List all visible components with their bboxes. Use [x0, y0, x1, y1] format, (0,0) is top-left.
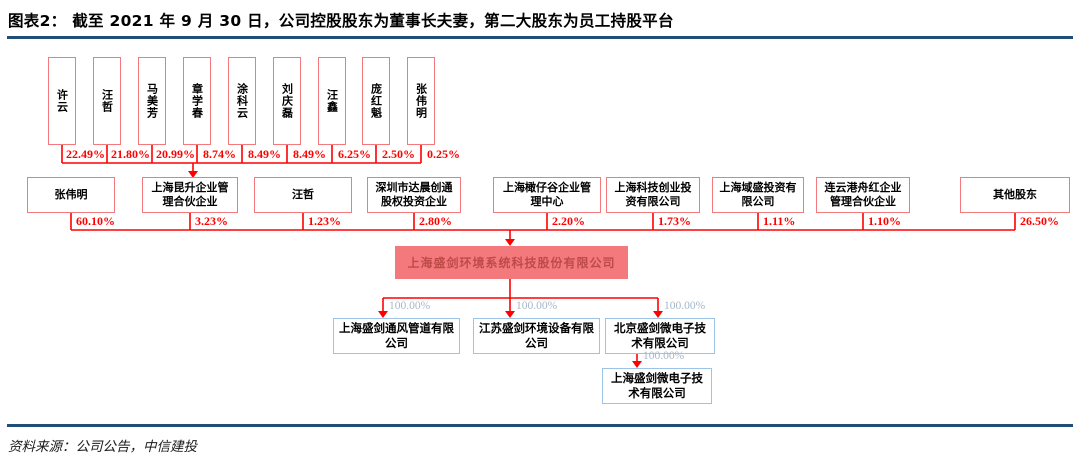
shareholder-name: 上海昆升企业管理合伙企业 [151, 181, 229, 208]
shareholder-name: 马美芳 [145, 83, 159, 119]
top-divider [7, 36, 1073, 39]
ownership-pct-label: 8.49% [293, 147, 326, 161]
subsidiary-name: 上海盛剑微电子技术有限公司 [611, 371, 703, 400]
subsidiary-pct-label: 100.00% [664, 300, 706, 312]
shareholder-name: 汪哲 [100, 89, 114, 113]
subsidiary-pct-label: 100.00% [516, 300, 558, 312]
source-note: 资料来源：公司公告，中信建投 [8, 439, 197, 454]
ownership-pct-label: 6.25% [338, 147, 371, 161]
tier2-shareholder-box: 上海昆升企业管理合伙企业 [142, 177, 238, 213]
shareholder-name: 涂科云 [235, 83, 249, 119]
shareholder-name: 其他股东 [993, 188, 1037, 202]
ownership-pct-label: 2.50% [382, 147, 415, 161]
shareholder-name: 上海科技创业投资有限公司 [614, 181, 692, 208]
shareholder-name: 许云 [55, 89, 69, 113]
ownership-pct-label: 20.99% [156, 147, 195, 161]
ownership-pct-label: 22.49% [66, 147, 105, 161]
ownership-pct-label: 1.73% [658, 214, 691, 228]
sub-subsidiary-box: 上海盛剑微电子技术有限公司 [602, 368, 712, 404]
shareholder-name: 连云港舟红企业管理合伙企业 [824, 181, 902, 208]
tier2-shareholder-box: 上海科技创业投资有限公司 [606, 177, 700, 213]
ownership-pct-label: 0.25% [427, 147, 460, 161]
tier2-shareholder-box: 连云港舟红企业管理合伙企业 [816, 177, 910, 213]
tier1-shareholder-box: 汪鑫 [318, 57, 346, 145]
tier2-shareholder-box: 上海域盛投资有限公司 [712, 177, 804, 213]
subsidiary-box: 江苏盛剑环境设备有限公司 [473, 318, 600, 354]
bottom-divider [7, 424, 1073, 427]
tier2-shareholder-box: 深圳市达晨创通股权投资企业 [367, 177, 461, 213]
ownership-pct-label: 3.23% [195, 214, 228, 228]
ownership-pct-label: 2.20% [552, 214, 585, 228]
tier2-shareholder-box: 张伟明 [27, 177, 115, 213]
figure-title-row: 图表2： 截至 2021 年 9 月 30 日，公司控股股东为董事长夫妻，第二大… [8, 9, 1072, 31]
subsidiary-name: 江苏盛剑环境设备有限公司 [479, 321, 594, 350]
ownership-pct-label: 1.11% [763, 214, 796, 228]
ownership-pct-label: 60.10% [76, 214, 115, 228]
tier1-shareholder-box: 庞红魁 [362, 57, 390, 145]
tier1-shareholder-box: 许云 [48, 57, 76, 145]
shareholder-name: 深圳市达晨创通股权投资企业 [375, 181, 453, 208]
tier2-shareholder-box: 上海橄仔谷企业管理中心 [493, 177, 601, 213]
ownership-pct-label: 26.50% [1020, 214, 1059, 228]
subsidiary-pct-label: 100.00% [389, 300, 431, 312]
tier1-shareholder-box: 马美芳 [138, 57, 166, 145]
shareholder-name: 刘庆磊 [280, 83, 294, 119]
shareholder-name: 章学春 [190, 83, 204, 119]
subsidiary-name: 上海盛剑通风管道有限公司 [339, 321, 454, 350]
tier2-shareholder-box: 其他股东 [960, 177, 1070, 213]
shareholder-name: 汪鑫 [325, 89, 339, 113]
ownership-pct-label: 1.23% [308, 214, 341, 228]
shareholder-name: 汪哲 [292, 188, 314, 202]
ownership-pct-label: 1.10% [868, 214, 901, 228]
subsidiary-box: 上海盛剑通风管道有限公司 [333, 318, 460, 354]
shareholder-name: 上海橄仔谷企业管理中心 [503, 181, 591, 208]
tier1-shareholder-box: 章学春 [183, 57, 211, 145]
tier1-shareholder-box: 张伟明 [407, 57, 435, 145]
figure-title: 截至 2021 年 9 月 30 日，公司控股股东为董事长夫妻，第二大股东为员工… [72, 12, 674, 30]
subsidiary-pct-label: 100.00% [643, 350, 685, 362]
tier1-shareholder-box: 刘庆磊 [273, 57, 301, 145]
parent-company-box: 上海盛剑环境系统科技股份有限公司 [395, 246, 628, 279]
shareholder-name: 上海域盛投资有限公司 [719, 181, 797, 208]
tier1-shareholder-box: 涂科云 [228, 57, 256, 145]
tier1-shareholder-box: 汪哲 [93, 57, 121, 145]
shareholder-name: 庞红魁 [369, 83, 383, 119]
ownership-pct-label: 8.49% [248, 147, 281, 161]
subsidiary-box: 北京盛剑微电子技术有限公司 [605, 318, 715, 354]
ownership-pct-label: 8.74% [203, 147, 236, 161]
shareholder-name: 张伟明 [54, 188, 88, 202]
figure-label: 图表2： [8, 12, 67, 30]
parent-company-name: 上海盛剑环境系统科技股份有限公司 [407, 256, 616, 270]
ownership-pct-label: 21.80% [111, 147, 150, 161]
shareholder-name: 张伟明 [414, 83, 428, 119]
subsidiary-name: 北京盛剑微电子技术有限公司 [614, 321, 706, 350]
tier2-shareholder-box: 汪哲 [254, 177, 352, 213]
ownership-pct-label: 2.80% [419, 214, 452, 228]
